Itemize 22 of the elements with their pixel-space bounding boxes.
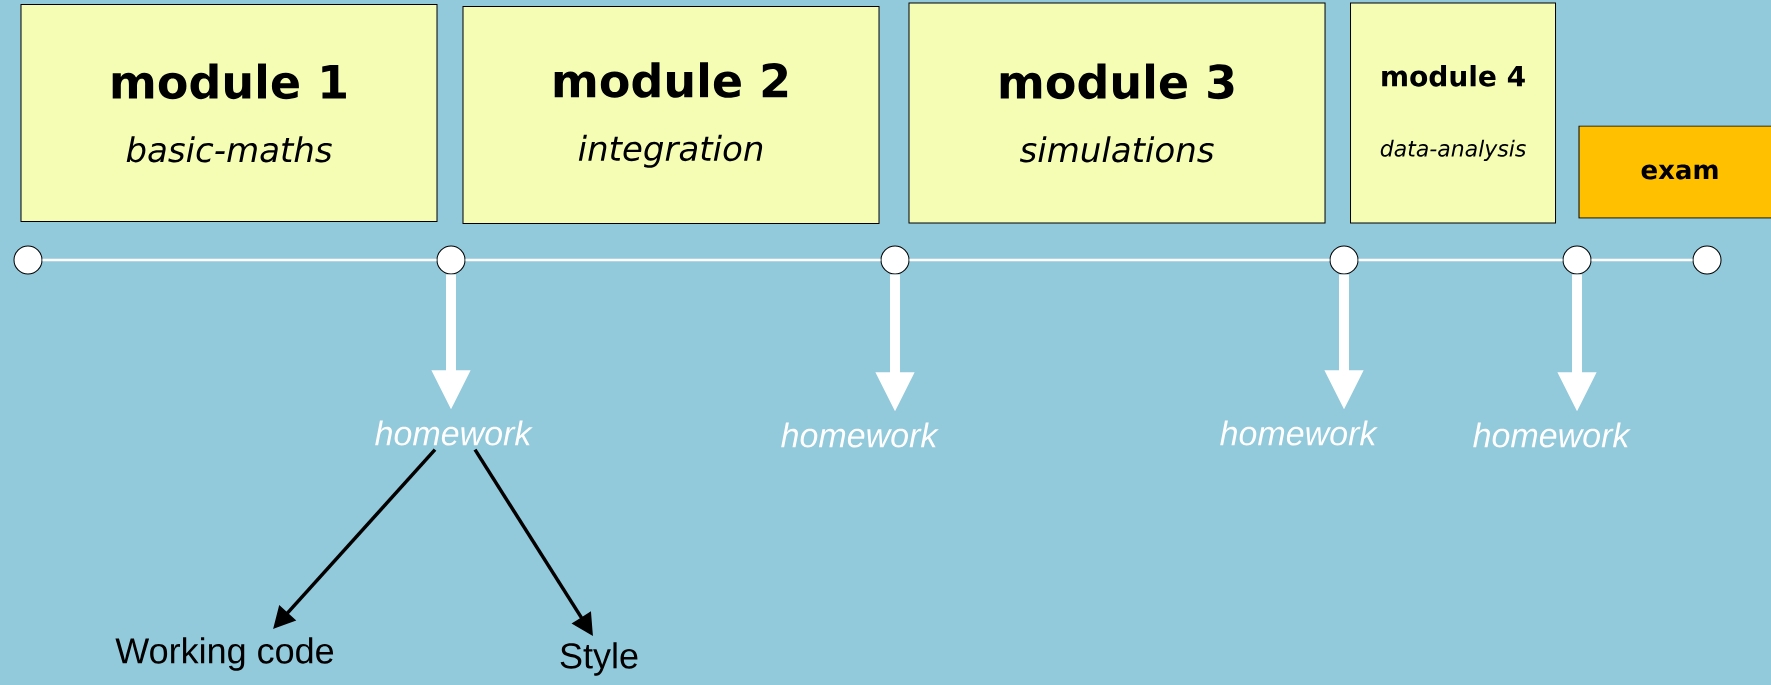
- timeline-dot: [13, 245, 43, 275]
- timeline-dot: [1562, 245, 1592, 275]
- homework-text: homework: [1220, 420, 1378, 446]
- criterion-text: Style: [560, 642, 638, 676]
- timeline-line: [465, 258, 881, 262]
- timeline-line: [1591, 258, 1693, 262]
- timeline-dot: [1692, 245, 1722, 275]
- timeline-dot: [880, 245, 910, 275]
- timeline-dot: [436, 245, 466, 275]
- exam-box: exam: [1578, 125, 1771, 219]
- homework-text: homework: [781, 422, 939, 448]
- module-box: module 1 basic-maths: [20, 4, 438, 222]
- timeline-line: [909, 258, 1330, 262]
- timeline-dot: [1329, 245, 1359, 275]
- homework-text: homework: [1473, 422, 1631, 448]
- homework-text: homework: [375, 420, 533, 446]
- module-box: module 4 data-analysis: [1350, 2, 1556, 224]
- timeline-line: [1358, 258, 1563, 262]
- criterion-text: Working code: [115, 637, 334, 671]
- module-box: module 2 integration: [462, 6, 880, 224]
- module-box: module 3 simulations: [908, 2, 1326, 224]
- timeline-line: [42, 258, 437, 262]
